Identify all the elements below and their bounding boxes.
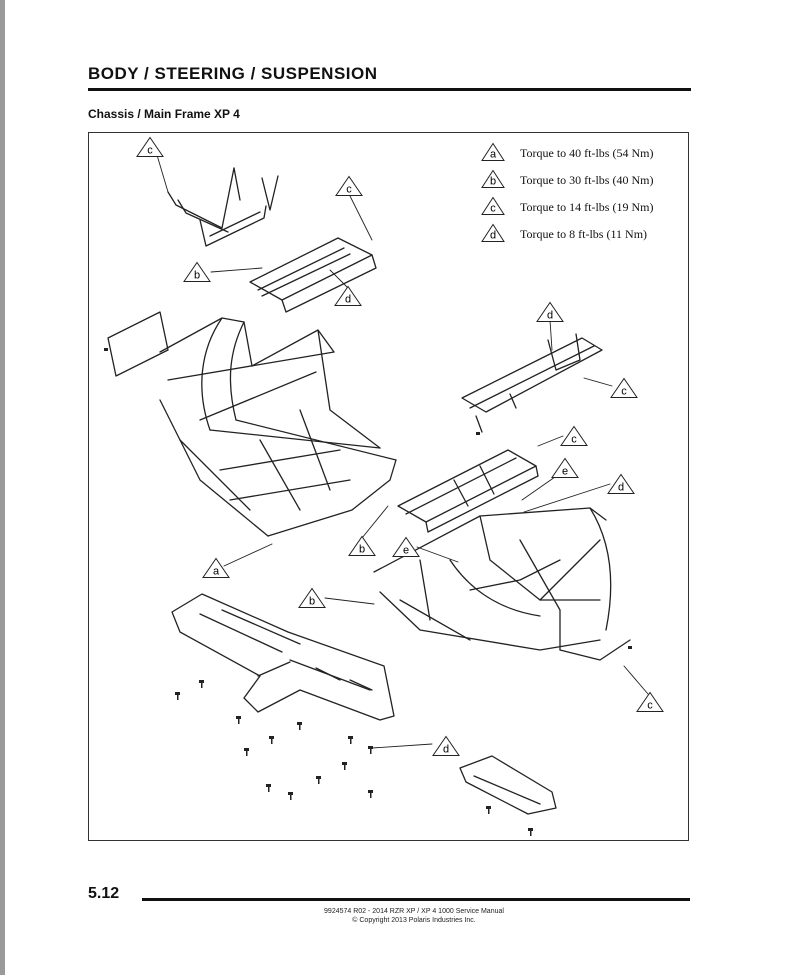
front-skid-plate xyxy=(459,755,557,815)
right-upper-bracket xyxy=(461,333,603,433)
callout-c: c xyxy=(636,691,664,712)
svg-text:d: d xyxy=(618,482,624,494)
page-left-edge xyxy=(0,0,5,975)
svg-text:d: d xyxy=(490,230,496,242)
figure-subtitle: Chassis / Main Frame XP 4 xyxy=(88,107,240,121)
page-number: 5.12 xyxy=(88,885,120,902)
legend-marker-b: b xyxy=(481,169,505,188)
legend-marker-d: d xyxy=(481,223,505,242)
svg-text:b: b xyxy=(309,596,315,608)
callout-d: d xyxy=(334,285,362,306)
svg-text:a: a xyxy=(213,566,220,578)
callout-e: e xyxy=(551,457,579,478)
manual-title-line: 9924574 R02 - 2014 RZR XP / XP 4 1000 Se… xyxy=(324,908,504,915)
callout-c: c xyxy=(136,136,164,157)
callouts: c c b d d c c e d b e a b c d xyxy=(136,136,664,756)
front-main-frame xyxy=(373,507,631,661)
rear-upper-bracket xyxy=(167,167,279,247)
section-title: BODY / STEERING / SUSPENSION xyxy=(88,64,378,83)
svg-text:c: c xyxy=(346,184,352,196)
svg-text:c: c xyxy=(490,203,496,215)
svg-text:b: b xyxy=(359,544,365,556)
legend-label-a: Torque to 40 ft-lbs (54 Nm) xyxy=(520,146,653,160)
svg-text:d: d xyxy=(345,294,351,306)
upper-cross-member xyxy=(249,237,377,313)
middle-cross-member xyxy=(397,449,539,533)
callout-c: c xyxy=(610,377,638,398)
callout-d: d xyxy=(607,473,635,494)
copyright-line: © Copyright 2013 Polaris Industries Inc. xyxy=(352,917,476,924)
callout-c: c xyxy=(335,175,363,196)
svg-text:a: a xyxy=(490,149,497,161)
callout-b: b xyxy=(183,261,211,282)
callout-c: c xyxy=(560,425,588,446)
svg-text:d: d xyxy=(443,744,449,756)
svg-text:c: c xyxy=(147,145,153,157)
chassis-diagram xyxy=(88,132,689,841)
svg-text:e: e xyxy=(403,545,409,557)
svg-text:b: b xyxy=(194,270,200,282)
svg-text:c: c xyxy=(571,434,577,446)
legend-marker-a: a xyxy=(481,142,505,161)
rear-main-frame xyxy=(107,311,397,537)
legend-label-d: Torque to 8 ft-lbs (11 Nm) xyxy=(520,227,647,241)
svg-text:d: d xyxy=(547,310,553,322)
legend-label-b: Torque to 30 ft-lbs (40 Nm) xyxy=(520,173,653,187)
callout-d: d xyxy=(432,735,460,756)
title-rule xyxy=(88,88,691,91)
callout-e: e xyxy=(392,536,420,557)
torque-legend: a Torque to 40 ft-lbs (54 Nm) b Torque to 3… xyxy=(481,142,653,242)
footer-rule xyxy=(142,898,690,901)
svg-text:c: c xyxy=(621,386,627,398)
skid-plate xyxy=(171,593,395,721)
callout-b: b xyxy=(348,535,376,556)
callout-b: b xyxy=(298,587,326,608)
svg-text:c: c xyxy=(647,700,653,712)
svg-text:b: b xyxy=(490,176,496,188)
fasteners xyxy=(104,348,632,836)
legend-label-c: Torque to 14 ft-lbs (19 Nm) xyxy=(520,200,653,214)
callout-a: a xyxy=(202,557,230,578)
callout-d: d xyxy=(536,301,564,322)
legend-marker-c: c xyxy=(481,196,505,215)
leader-lines xyxy=(156,154,649,749)
svg-text:e: e xyxy=(562,466,568,478)
